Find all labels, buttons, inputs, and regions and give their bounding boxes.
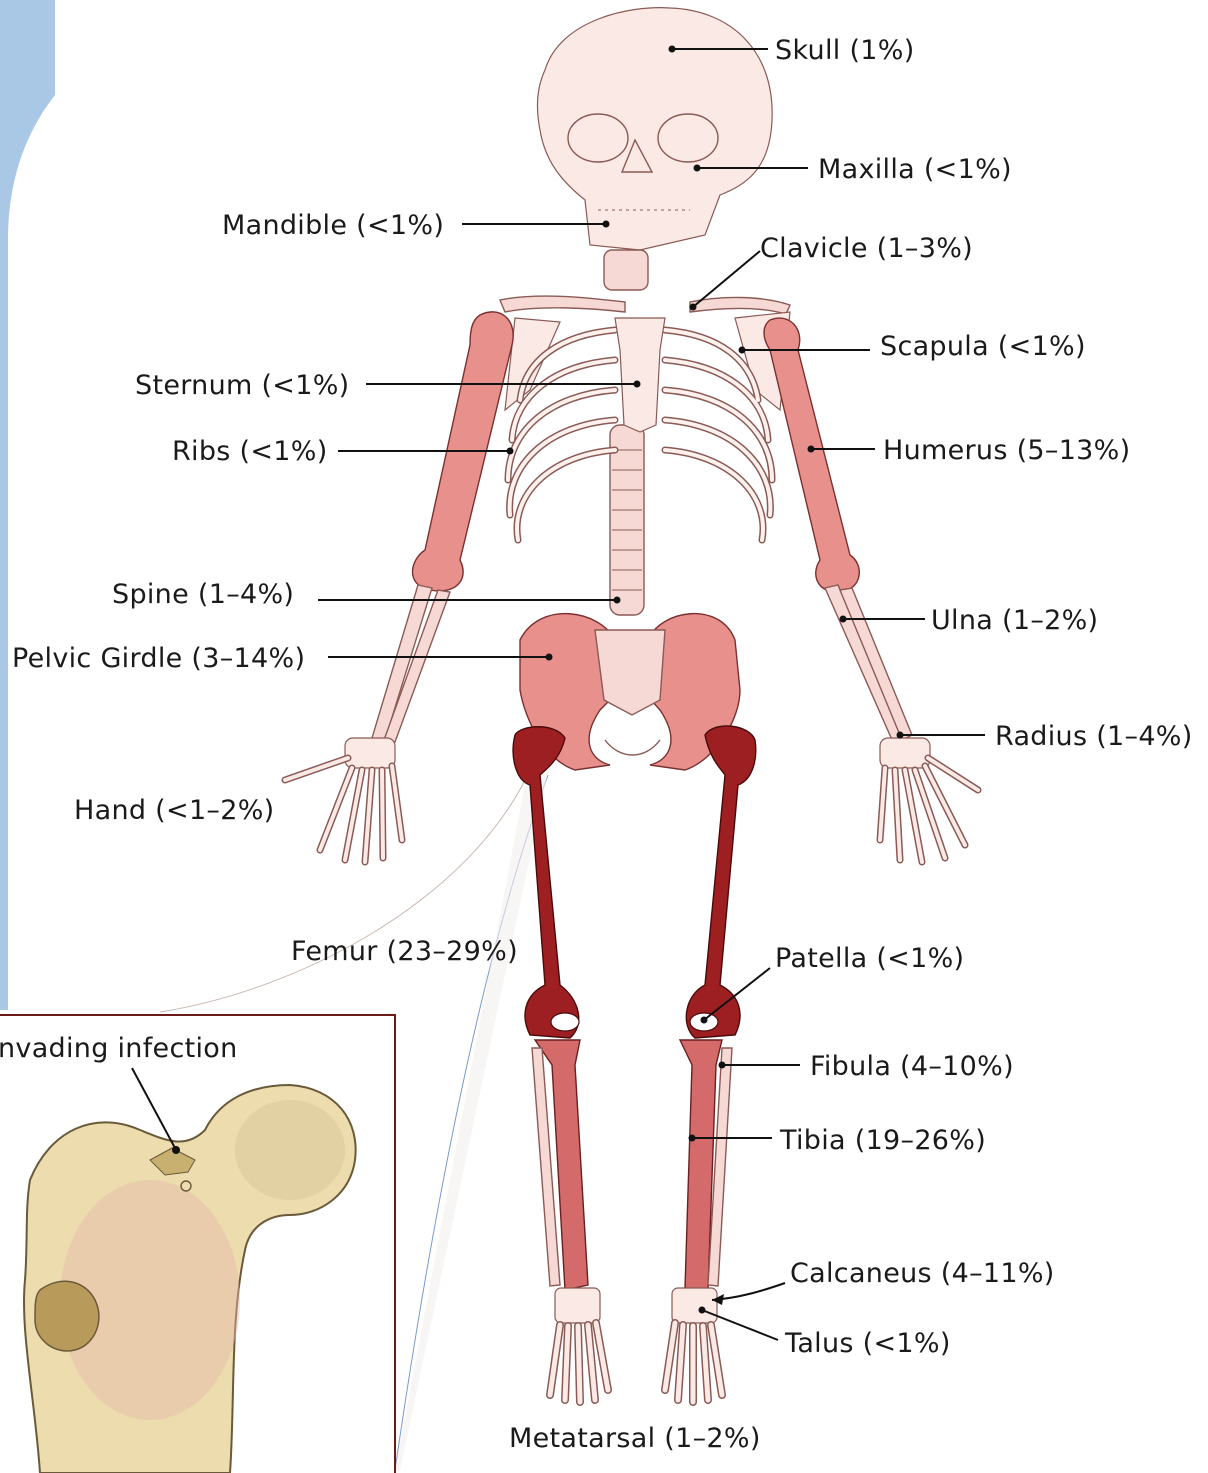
label-metatarsal: Metatarsal (1–2%) <box>509 1423 761 1454</box>
label-radius: Radius (1–4%) <box>995 721 1193 752</box>
clavicle-right <box>690 297 790 314</box>
zoom-wedge <box>395 768 548 1470</box>
label-humerus: Humerus (5–13%) <box>883 435 1130 466</box>
tibia <box>535 1040 722 1290</box>
label-hand: Hand (<1–2%) <box>74 795 274 826</box>
forearm-left <box>372 585 450 742</box>
ulna <box>825 585 912 742</box>
label-fibula: Fibula (4–10%) <box>810 1051 1014 1082</box>
label-calcaneus: Calcaneus (4–11%) <box>790 1258 1055 1289</box>
label-tibia: Tibia (19–26%) <box>779 1125 986 1156</box>
side-panel <box>0 0 55 1010</box>
label-patella: Patella (<1%) <box>775 943 964 974</box>
hand-right <box>880 738 978 862</box>
label-clavicle: Clavicle (1–3%) <box>760 233 973 264</box>
inset-panel: nvading infection <box>0 1015 395 1473</box>
clavicle <box>500 296 625 312</box>
label-pelvic-girdle: Pelvic Girdle (3–14%) <box>12 643 305 674</box>
label-mandible: Mandible (<1%) <box>222 210 444 241</box>
label-sternum: Sternum (<1%) <box>135 370 350 401</box>
sternum <box>615 318 665 432</box>
femur <box>513 726 756 1038</box>
inset-infection-label: nvading infection <box>0 1033 238 1064</box>
label-ribs: Ribs (<1%) <box>172 436 328 467</box>
label-ulna: Ulna (1–2%) <box>931 605 1098 636</box>
label-talus: Talus (<1%) <box>784 1328 951 1359</box>
foot-left <box>550 1288 608 1402</box>
label-skull: Skull (1%) <box>775 35 915 66</box>
hand <box>285 738 402 862</box>
talus <box>665 1288 722 1402</box>
label-femur: Femur (23–29%) <box>291 936 518 967</box>
skull <box>538 8 773 250</box>
label-scapula: Scapula (<1%) <box>880 331 1086 362</box>
label-maxilla: Maxilla (<1%) <box>818 154 1012 185</box>
label-spine: Spine (1–4%) <box>112 579 294 610</box>
infection-lesion <box>35 1281 99 1351</box>
